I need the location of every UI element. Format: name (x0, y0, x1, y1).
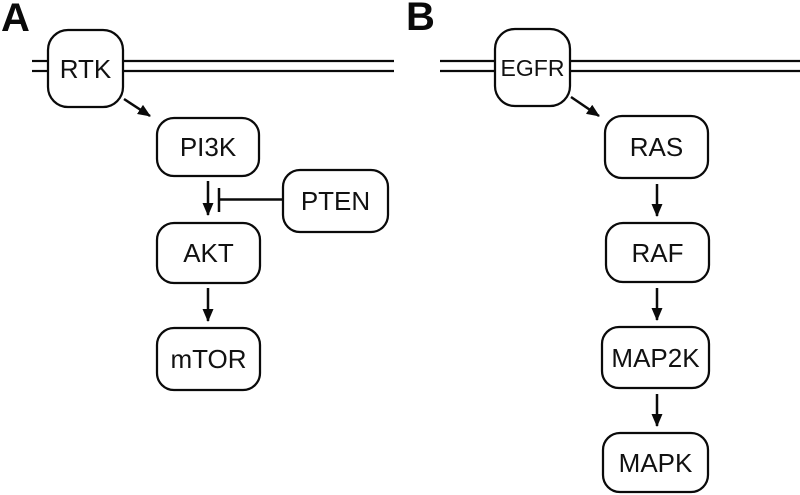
panel-a: A RTK PI3K (1, 0, 394, 392)
membrane-a (32, 59, 394, 73)
node-rtk: RTK (46, 28, 125, 109)
node-pi3k: PI3K (155, 116, 261, 178)
node-pi3k-box (155, 116, 261, 178)
node-map2k-label: MAP2K (611, 343, 700, 373)
node-akt: AKT (155, 221, 262, 285)
node-akt-box (155, 221, 262, 285)
node-ras-label: RAS (630, 132, 683, 162)
node-pten: PTEN (281, 168, 390, 234)
node-mapk-box (601, 431, 710, 494)
node-map2k: MAP2K (600, 325, 711, 390)
node-ras: RAS (603, 114, 710, 180)
node-pten-box (281, 168, 390, 234)
node-mtor: mTOR (155, 326, 262, 392)
node-mtor-label: mTOR (170, 344, 246, 374)
membrane-b (440, 59, 800, 73)
node-raf-box (604, 221, 711, 284)
node-raf: RAF (604, 221, 711, 284)
node-akt-label: AKT (183, 238, 234, 268)
node-mtor-box (155, 326, 262, 392)
arrow-rtk-pi3k (123, 97, 151, 118)
node-rtk-box (46, 28, 125, 109)
node-ras-box (603, 114, 710, 180)
panel-b-label: B (406, 0, 435, 39)
node-mapk-label: MAPK (619, 448, 693, 478)
arrow-egfr-ras (570, 95, 600, 118)
node-map2k-box (600, 325, 711, 390)
node-egfr: EGFR (493, 27, 572, 108)
node-raf-label: RAF (632, 238, 684, 268)
node-egfr-box (493, 27, 572, 108)
node-egfr-label: EGFR (501, 55, 565, 81)
node-pi3k-label: PI3K (180, 132, 237, 162)
inhibition-pten (217, 188, 283, 212)
panel-a-label: A (1, 0, 30, 40)
node-rtk-label: RTK (60, 54, 112, 84)
node-mapk: MAPK (601, 431, 710, 494)
panel-b: B EGFR RAS (406, 0, 800, 494)
node-pten-label: PTEN (301, 186, 370, 216)
